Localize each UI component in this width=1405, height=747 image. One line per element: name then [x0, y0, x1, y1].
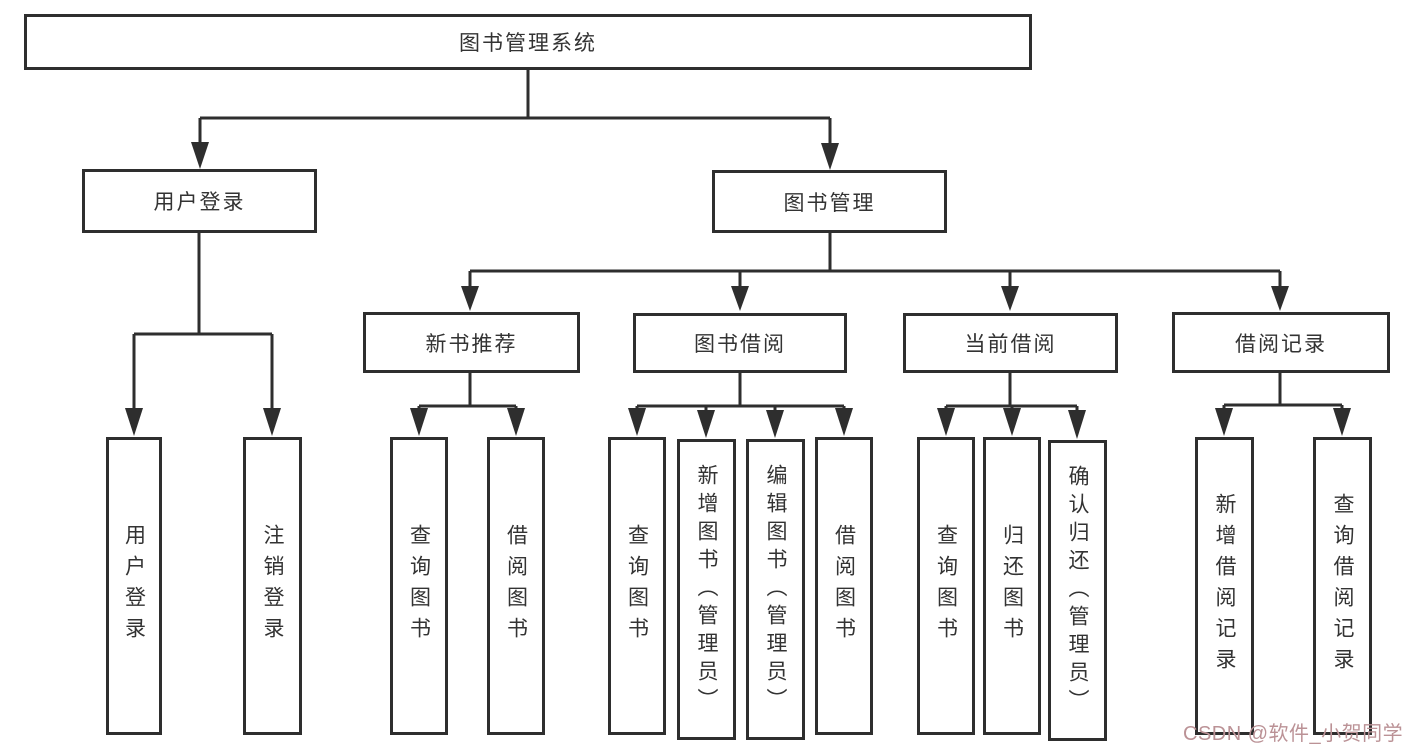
arrow-icon [766, 410, 784, 438]
arrow-icon [1271, 286, 1289, 311]
leaf-edit-books-admin: 编辑图书（管理员） [746, 439, 805, 740]
leaf-user-login: 用户登录 [106, 437, 162, 735]
node-user-login: 用户登录 [82, 169, 317, 233]
arrow-icon [1068, 410, 1086, 439]
connector-newbook-to-leaves [417, 373, 518, 410]
node-borrow-records: 借阅记录 [1172, 312, 1390, 373]
leaf-query-books-borrow: 查询图书 [608, 437, 666, 735]
connector-bookmgmt-to-level3 [468, 233, 1282, 287]
arrow-icon [731, 286, 749, 311]
arrow-icon [507, 408, 525, 436]
arrow-icon [628, 408, 646, 436]
node-current-borrow: 当前借阅 [903, 313, 1118, 373]
connector-root-to-level2 [198, 70, 832, 146]
watermark: CSDN @软件_小贺同学 [1183, 723, 1404, 745]
arrow-icon [1003, 408, 1021, 436]
node-book-borrow: 图书借阅 [633, 313, 847, 373]
leaf-query-books-current: 查询图书 [917, 437, 975, 735]
connector-bookborrow-to-leaves [635, 373, 846, 412]
node-book-management: 图书管理 [712, 170, 947, 233]
arrow-icon [697, 410, 715, 438]
leaf-logout-login: 注销登录 [243, 437, 302, 735]
node-new-book-recommend: 新书推荐 [363, 312, 580, 373]
arrowheads [125, 142, 1351, 439]
leaf-query-books-recommend: 查询图书 [390, 437, 448, 735]
connector-currentborrow-to-leaves [944, 373, 1079, 412]
arrow-icon [1001, 286, 1019, 311]
leaf-borrow-books: 借阅图书 [815, 437, 873, 735]
arrow-icon [461, 286, 479, 311]
arrow-icon [125, 408, 143, 436]
connector-records-to-leaves [1222, 373, 1344, 410]
leaf-confirm-return-admin: 确认归还（管理员） [1048, 440, 1107, 741]
leaf-return-books: 归还图书 [983, 437, 1041, 735]
arrow-icon [263, 408, 281, 436]
leaf-add-borrow-record: 新增借阅记录 [1195, 437, 1254, 735]
connector-userlogin-to-leaves [132, 233, 274, 410]
arrow-icon [1333, 408, 1351, 436]
arrow-icon [821, 143, 839, 170]
leaf-query-borrow-record: 查询借阅记录 [1313, 437, 1372, 735]
leaf-add-books-admin: 新增图书（管理员） [677, 439, 736, 740]
leaf-borrow-books-recommend: 借阅图书 [487, 437, 545, 735]
arrow-icon [937, 408, 955, 436]
node-root-library-system: 图书管理系统 [24, 14, 1032, 70]
arrow-icon [410, 408, 428, 436]
arrow-icon [191, 142, 209, 169]
arrow-icon [1215, 408, 1233, 436]
arrow-icon [835, 408, 853, 436]
